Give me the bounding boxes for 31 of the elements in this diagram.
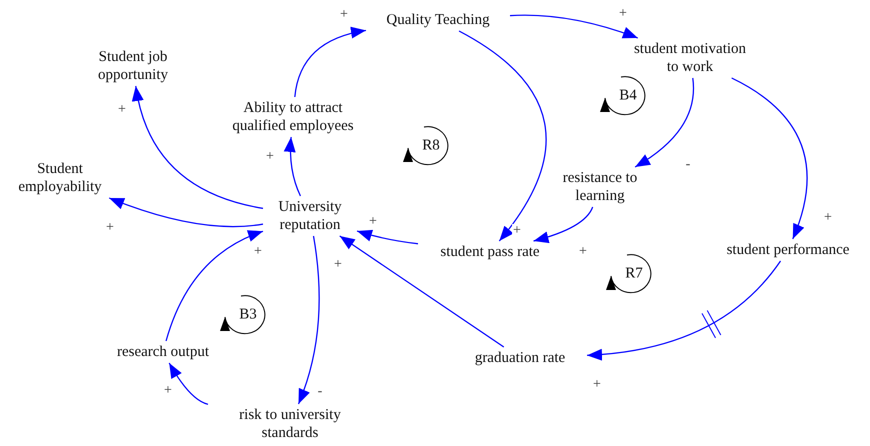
causal-arrow bbox=[510, 14, 638, 39]
causal-arrow bbox=[165, 230, 264, 342]
variable-label: student motivation to work bbox=[629, 40, 751, 76]
variable-label: student pass rate bbox=[420, 243, 560, 261]
causal-arrow bbox=[533, 206, 594, 243]
causal-arrow bbox=[458, 30, 547, 242]
causal-arrow bbox=[586, 260, 781, 360]
variable-label: University reputation bbox=[265, 198, 355, 234]
causal-arrow bbox=[132, 86, 264, 209]
variable-label: student performance bbox=[708, 241, 868, 259]
causal-arrow bbox=[294, 27, 366, 98]
loop-label: R8 bbox=[422, 138, 440, 154]
causal-arrow bbox=[634, 78, 694, 168]
variable-label: Ability to attract qualified employees bbox=[218, 99, 368, 135]
variable-label: graduation rate bbox=[455, 349, 585, 367]
variable-label: research output bbox=[98, 343, 228, 361]
loop-label: B3 bbox=[239, 308, 257, 322]
causal-arrow bbox=[298, 236, 320, 404]
variable-label: Student job opportunity bbox=[83, 48, 183, 84]
variable-label: resistance to learning bbox=[550, 169, 650, 205]
variable-label: Student employability bbox=[10, 160, 110, 196]
causal-arrow bbox=[731, 77, 808, 240]
causal-arrow bbox=[339, 236, 504, 348]
variable-label: risk to university standards bbox=[210, 406, 370, 442]
causal-arrow bbox=[284, 136, 301, 196]
causal-arrow bbox=[356, 230, 418, 244]
causal-arrow bbox=[168, 362, 208, 405]
loop-label: R7 bbox=[625, 266, 643, 282]
loop-label: B4 bbox=[619, 88, 637, 104]
variable-label: Quality Teaching bbox=[368, 11, 508, 29]
causal-arrow bbox=[108, 197, 264, 228]
